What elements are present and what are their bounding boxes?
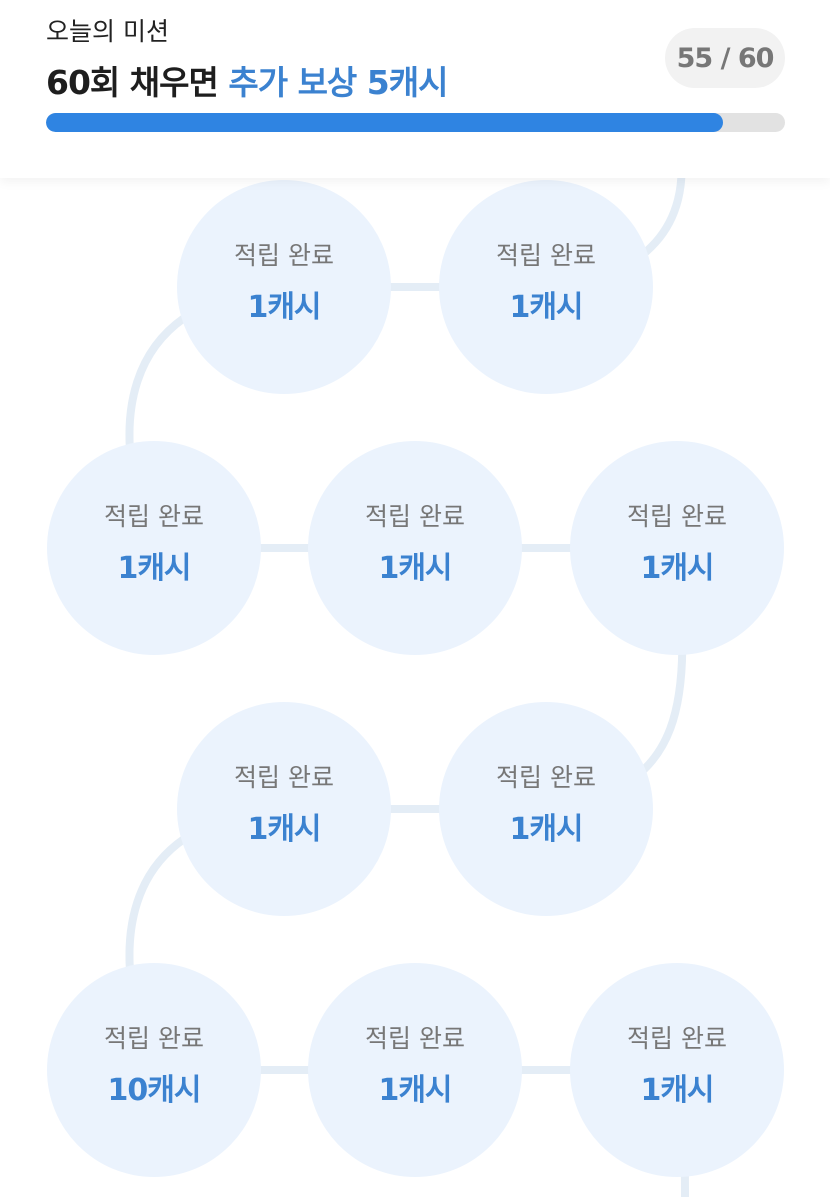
mission-node: 적립 완료 1캐시 <box>177 702 391 916</box>
node-label: 적립 완료 <box>234 763 334 792</box>
node-amount: 1캐시 <box>640 551 714 586</box>
mission-node: 적립 완료 1캐시 <box>570 963 784 1177</box>
progress-bar-fill <box>46 113 724 132</box>
node-label: 적립 완료 <box>365 502 465 531</box>
node-amount: 1캐시 <box>247 290 321 325</box>
mission-node: 적립 완료 10캐시 <box>47 963 261 1177</box>
node-label: 적립 완료 <box>627 502 727 531</box>
mission-header: 오늘의 미션 60회 채우면 추가 보상 5캐시 55 / 60 <box>0 0 830 178</box>
node-label: 적립 완료 <box>104 502 204 531</box>
mission-node: 적립 완료 1캐시 <box>47 441 261 655</box>
node-label: 적립 완료 <box>104 1024 204 1053</box>
node-amount: 1캐시 <box>509 290 583 325</box>
node-amount: 1캐시 <box>378 551 452 586</box>
node-label: 적립 완료 <box>365 1024 465 1053</box>
node-amount: 1캐시 <box>509 812 583 847</box>
mission-node: 적립 완료 1캐시 <box>308 963 522 1177</box>
mission-node: 적립 완료 1캐시 <box>177 180 391 394</box>
node-amount: 10캐시 <box>107 1073 202 1108</box>
mission-node: 적립 완료 1캐시 <box>570 441 784 655</box>
mission-node: 적립 완료 1캐시 <box>439 180 653 394</box>
title-main: 60회 채우면 <box>46 63 219 102</box>
mission-node: 적립 완료 1캐시 <box>308 441 522 655</box>
node-amount: 1캐시 <box>378 1073 452 1108</box>
mission-subtitle: 오늘의 미션 <box>46 17 169 46</box>
mission-node: 적립 완료 1캐시 <box>439 702 653 916</box>
node-amount: 1캐시 <box>247 812 321 847</box>
node-label: 적립 완료 <box>627 1024 727 1053</box>
title-accent: 추가 보상 5캐시 <box>228 63 448 102</box>
node-label: 적립 완료 <box>496 763 596 792</box>
node-amount: 1캐시 <box>117 551 191 586</box>
node-label: 적립 완료 <box>234 241 334 270</box>
progress-count-badge: 55 / 60 <box>665 28 785 88</box>
node-label: 적립 완료 <box>496 241 596 270</box>
mission-title: 60회 채우면 추가 보상 5캐시 <box>46 56 448 104</box>
node-amount: 1캐시 <box>640 1073 714 1108</box>
progress-bar <box>46 113 785 132</box>
